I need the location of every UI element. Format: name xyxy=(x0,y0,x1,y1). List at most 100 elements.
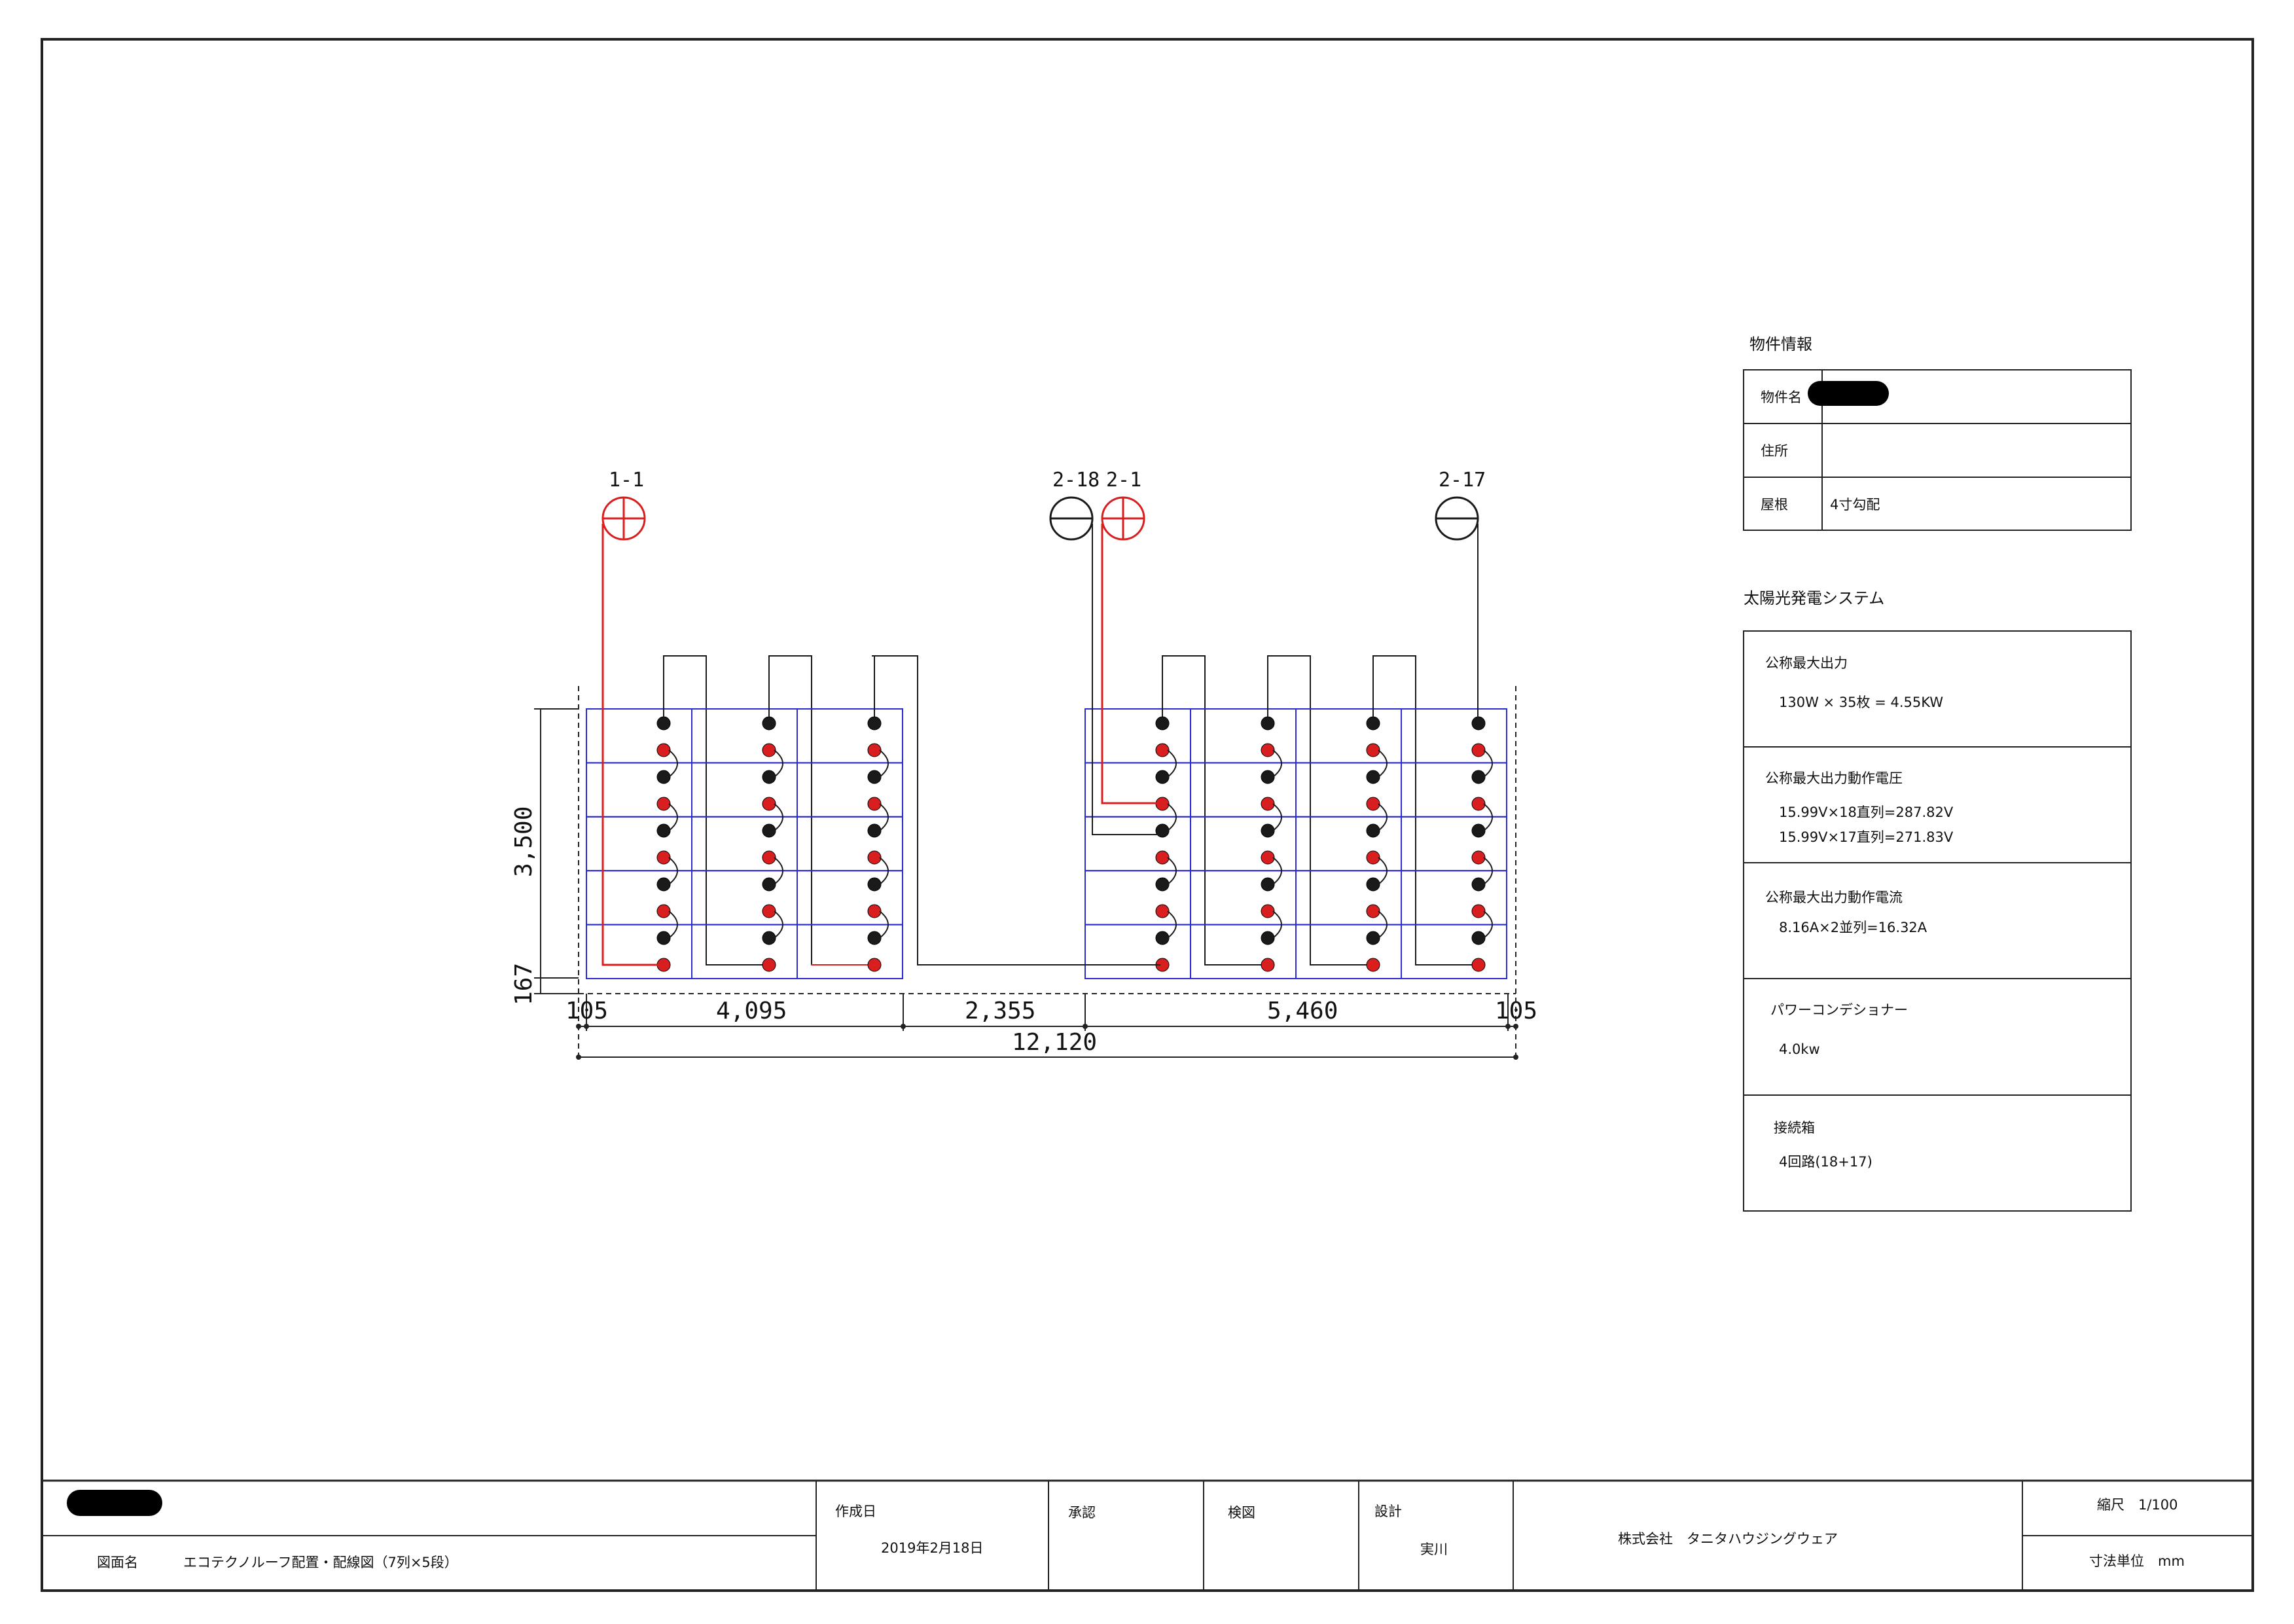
jumper-wire xyxy=(879,911,889,939)
solar-panel xyxy=(1084,870,1191,926)
solar-panel xyxy=(1401,924,1507,979)
block-link-wire xyxy=(872,655,1160,965)
bottom-return-wire xyxy=(811,964,869,965)
plus-terminal-dot xyxy=(1366,958,1380,972)
bottom-return-wire xyxy=(1204,964,1263,965)
system-section-title: 公称最大出力動作電圧 xyxy=(1765,770,1903,786)
solar-panel xyxy=(1401,708,1507,764)
plus-terminal-dot xyxy=(1471,958,1486,972)
dimension-width: 105 xyxy=(1495,998,1537,1024)
plus-terminal-dot xyxy=(656,743,671,757)
solar-panel xyxy=(797,870,903,926)
string-label: 2-18 xyxy=(1052,469,1100,492)
minus-terminal-dot xyxy=(1261,931,1275,945)
bottom-return-wire xyxy=(1415,964,1473,965)
string-label: 2-1 xyxy=(1106,469,1141,492)
scale: 縮尺 1/100 xyxy=(2097,1497,2178,1513)
designer-name: 実川 xyxy=(1420,1542,1448,1557)
property-row-value: 4寸勾配 xyxy=(1830,497,1880,513)
minus-terminal-dot xyxy=(867,823,882,838)
jumper-wire xyxy=(774,749,783,778)
system-info-heading: 太陽光発電システム xyxy=(1744,589,1884,607)
plus-terminal-dot xyxy=(1261,904,1275,918)
jumper-wire xyxy=(1378,911,1388,939)
property-table-frame xyxy=(1743,369,2132,531)
minus-terminal-dot xyxy=(1366,770,1380,784)
solar-panel xyxy=(797,708,903,764)
bottom-return-wire xyxy=(1310,964,1368,965)
system-section-title: 公称最大出力 xyxy=(1765,655,1848,671)
drawing-name-label: 図面名 xyxy=(97,1555,138,1570)
minus-terminal-dot xyxy=(656,716,671,731)
plus-terminal-dot xyxy=(1261,797,1275,811)
plus-terminal-dot xyxy=(1261,743,1275,757)
system-section-line: 15.99V×17直列=271.83V xyxy=(1779,829,1954,845)
solar-panel xyxy=(1295,924,1402,979)
minus-terminal-dot xyxy=(1366,877,1380,892)
title-block: 図面名 エコテクノルーフ配置・配線図（7列×5段） 作成日 2019年2月18日… xyxy=(42,1479,2253,1591)
solar-panel xyxy=(1084,762,1191,818)
minus-terminal-dot xyxy=(1155,931,1170,945)
jumper-wire xyxy=(1483,857,1493,885)
plus-terminal-dot xyxy=(1261,850,1275,865)
string-terminals: 1-1 2-18 2-1 2-17 xyxy=(601,469,1486,541)
dimension-dot xyxy=(1505,1024,1511,1029)
string-label: 1-1 xyxy=(609,469,644,492)
jumper-wire xyxy=(1167,749,1177,778)
column-link-wire xyxy=(1162,655,1206,964)
solar-panel xyxy=(691,924,798,979)
minus-terminal-dot xyxy=(1155,770,1170,784)
dimension-height-bottom: 167 xyxy=(511,963,537,1005)
system-section-title: 接続箱 xyxy=(1774,1120,1815,1136)
jumper-wire xyxy=(1167,911,1177,939)
jumper-wire xyxy=(1272,803,1282,831)
solar-panel xyxy=(1190,870,1297,926)
solar-panel xyxy=(691,870,798,926)
jumper-wire xyxy=(879,749,889,778)
check-label: 検図 xyxy=(1228,1505,1255,1521)
property-row-label: 屋根 xyxy=(1761,497,1788,513)
created-label: 作成日 xyxy=(835,1504,876,1519)
company-name: 株式会社 タニタハウジングウェア xyxy=(1618,1531,1838,1547)
jumper-wire xyxy=(1483,749,1493,778)
plus-terminal-dot xyxy=(867,958,882,972)
minus-terminal-dot xyxy=(1471,931,1486,945)
string-label: 2-17 xyxy=(1439,469,1486,492)
plus-terminal-dot xyxy=(656,850,671,865)
minus-terminal-dot xyxy=(1471,770,1486,784)
minus-terminal-dot xyxy=(1155,877,1170,892)
minus-terminal-dot xyxy=(656,770,671,784)
solar-panel xyxy=(1401,762,1507,818)
property-row-label: 住所 xyxy=(1761,443,1788,459)
dimension-total: 12,120 xyxy=(1012,1029,1097,1056)
property-info-table: 物件名 住所 屋根 4寸勾配 xyxy=(1743,369,2132,531)
system-section-line: 130W × 35枚 = 4.55KW xyxy=(1779,695,1943,710)
solar-panel xyxy=(1084,924,1191,979)
plus-terminal-dot xyxy=(1366,743,1380,757)
dimension-width: 2,355 xyxy=(965,998,1035,1024)
solar-panel xyxy=(797,816,903,872)
minus-terminal-dot xyxy=(762,877,776,892)
dimension-dot xyxy=(576,1055,581,1060)
plus-terminal-dot xyxy=(1366,850,1380,865)
plus-terminal-dot xyxy=(1471,797,1486,811)
jumper-wire xyxy=(1378,857,1388,885)
jumper-wire xyxy=(668,749,678,778)
solar-panel xyxy=(1190,762,1297,818)
plus-terminal-dot xyxy=(1471,743,1486,757)
plus-terminal-dot xyxy=(1471,850,1486,865)
dimension-width: 5,460 xyxy=(1267,998,1338,1024)
jumper-wire xyxy=(668,803,678,831)
minus-terminal-dot xyxy=(867,716,882,731)
system-section-line: 4.0kw xyxy=(1779,1041,1820,1057)
minus-terminal-dot xyxy=(762,823,776,838)
solar-panel xyxy=(1190,924,1297,979)
solar-panel xyxy=(1295,708,1402,764)
plus-terminal-dot xyxy=(867,904,882,918)
dimension-dot xyxy=(901,1024,906,1029)
plus-terminal-dot xyxy=(1366,797,1380,811)
minus-terminal-dot xyxy=(867,931,882,945)
plus-terminal-dot xyxy=(867,743,882,757)
panel-array xyxy=(586,655,1507,979)
jumper-wire xyxy=(1483,911,1493,939)
